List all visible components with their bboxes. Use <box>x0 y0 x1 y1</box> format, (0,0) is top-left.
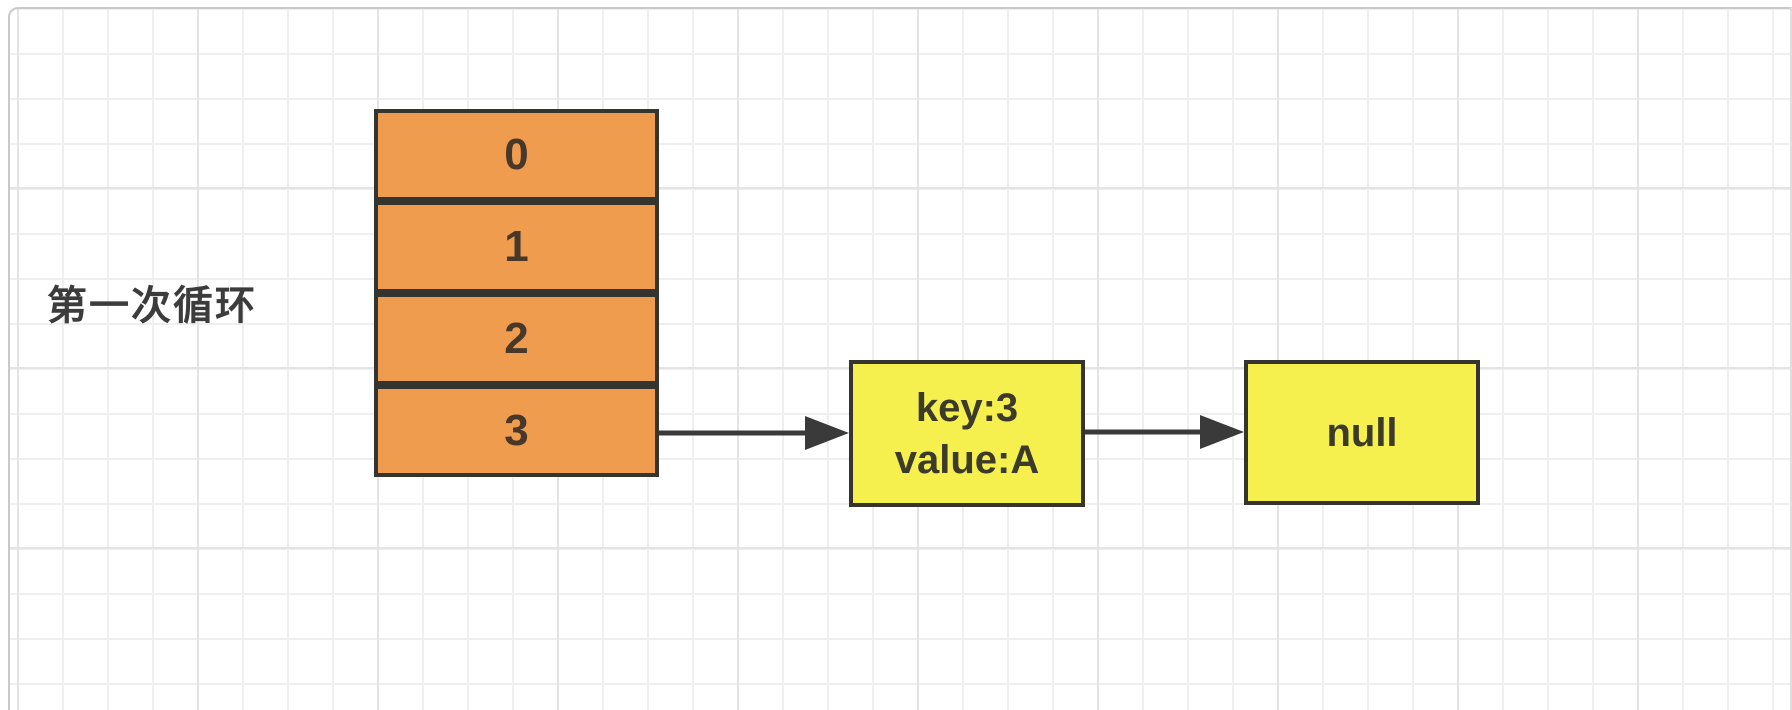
array-cell-value: 2 <box>504 314 529 363</box>
array-cell-value: 1 <box>504 222 529 271</box>
array-cell-value: 3 <box>504 406 529 455</box>
iteration-label: 第一次循环 <box>47 284 257 328</box>
null-node: null <box>1244 360 1480 505</box>
array-cell-3: 3 <box>374 385 659 477</box>
arrow-entry-to-null-icon <box>1085 415 1244 449</box>
grid-canvas: 第一次循环 0 1 2 3 key:3 value:A <box>8 7 1792 710</box>
array-cell-2: 2 <box>374 293 659 385</box>
entry-node-key: key:3 <box>915 385 1019 430</box>
array-cell-1: 1 <box>374 201 659 293</box>
array-cell-0: 0 <box>374 109 659 201</box>
array-cell-value: 0 <box>504 130 529 179</box>
entry-node: key:3 value:A <box>849 360 1085 507</box>
bucket-array: 0 1 2 3 <box>374 109 659 477</box>
null-node-text: null <box>1326 410 1398 455</box>
arrow-array-to-entry-icon <box>659 416 849 450</box>
entry-node-value: value:A <box>894 437 1040 482</box>
